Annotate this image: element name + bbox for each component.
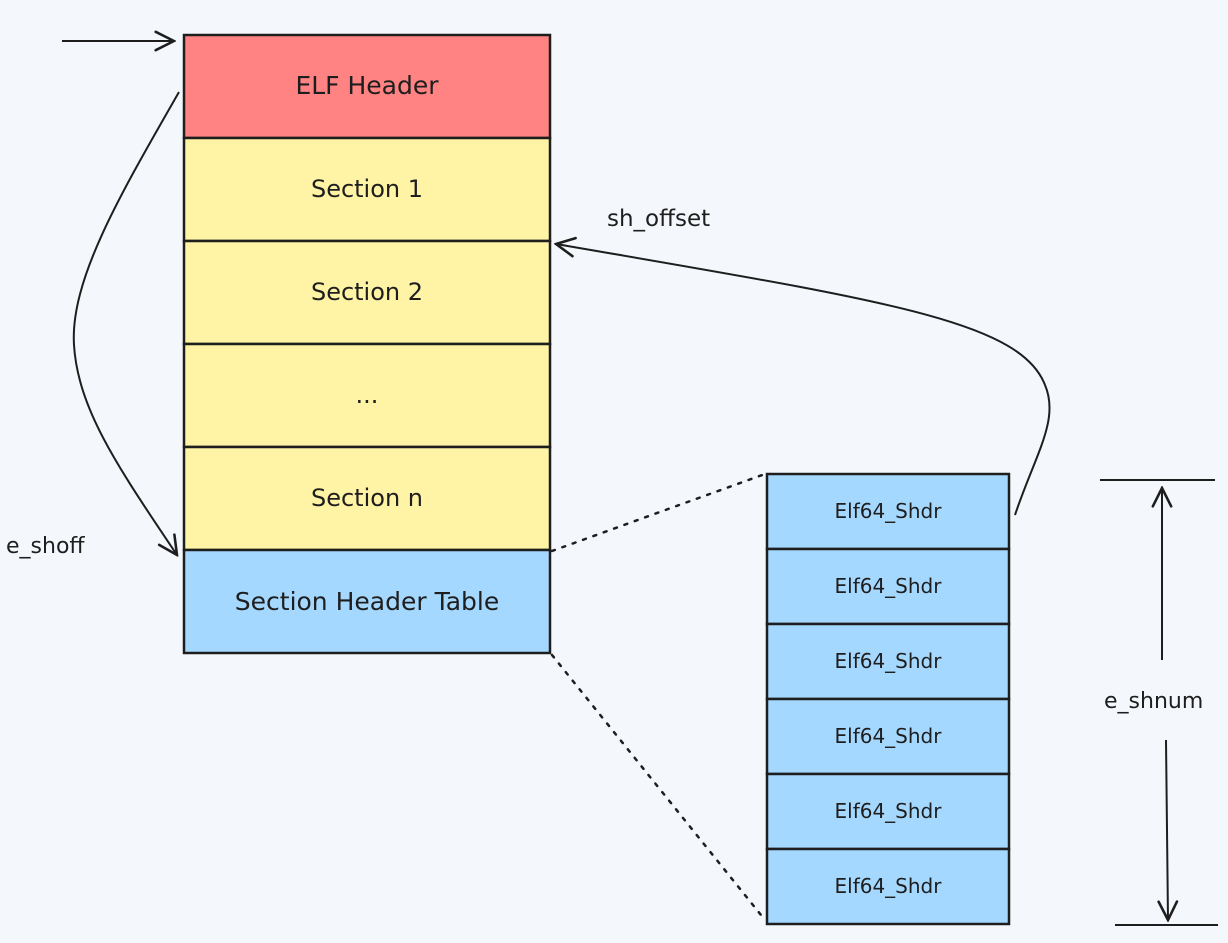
elf-header-block: ELF Header <box>182 33 552 140</box>
shdr-entry: Elf64_Shdr <box>765 772 1011 851</box>
shdr-entry: Elf64_Shdr <box>765 547 1011 626</box>
shdr-entry-label: Elf64_Shdr <box>835 724 943 748</box>
sh-offset-arrow <box>556 244 1051 516</box>
section-block-2: Section 2 <box>182 239 552 346</box>
shdr-entry-label: Elf64_Shdr <box>835 799 943 823</box>
zoom-line-bottom <box>550 653 767 922</box>
shdr-entry-label: Elf64_Shdr <box>835 874 943 898</box>
section-header-table-label: Section Header Table <box>235 587 499 616</box>
e-shnum-dimension: e_shnum <box>1100 479 1218 926</box>
section-block-ellipsis: ... <box>182 342 552 449</box>
section-label: Section 2 <box>311 278 423 306</box>
section-label: Section n <box>311 484 423 512</box>
zoom-line-top <box>550 472 767 553</box>
shdr-entry-label: Elf64_Shdr <box>835 574 943 598</box>
shdr-entry: Elf64_Shdr <box>765 697 1011 776</box>
shdr-entry-label: Elf64_Shdr <box>835 649 943 673</box>
e-shoff-label: e_shoff <box>6 534 85 559</box>
elf-header-label: ELF Header <box>295 71 439 100</box>
elf-file-layout: ELF Header Section 1 Section 2 ... Secti… <box>182 33 552 655</box>
section-block-n: Section n <box>182 445 552 552</box>
shdr-entry: Elf64_Shdr <box>765 847 1011 926</box>
section-label: Section 1 <box>311 175 423 203</box>
section-label: ... <box>356 381 379 409</box>
shdr-entry-label: Elf64_Shdr <box>835 499 943 523</box>
dimension-down-arrow <box>1166 739 1168 920</box>
e-shnum-label: e_shnum <box>1104 689 1203 714</box>
section-header-table-block: Section Header Table <box>182 548 552 655</box>
sh-offset-label: sh_offset <box>607 206 710 232</box>
e-shoff-arrow <box>72 91 180 555</box>
shdr-entry: Elf64_Shdr <box>765 472 1011 551</box>
shdr-table: Elf64_Shdr Elf64_Shdr Elf64_Shdr Elf64_S… <box>765 472 1011 926</box>
section-block-1: Section 1 <box>182 136 552 243</box>
shdr-entry: Elf64_Shdr <box>765 622 1011 701</box>
